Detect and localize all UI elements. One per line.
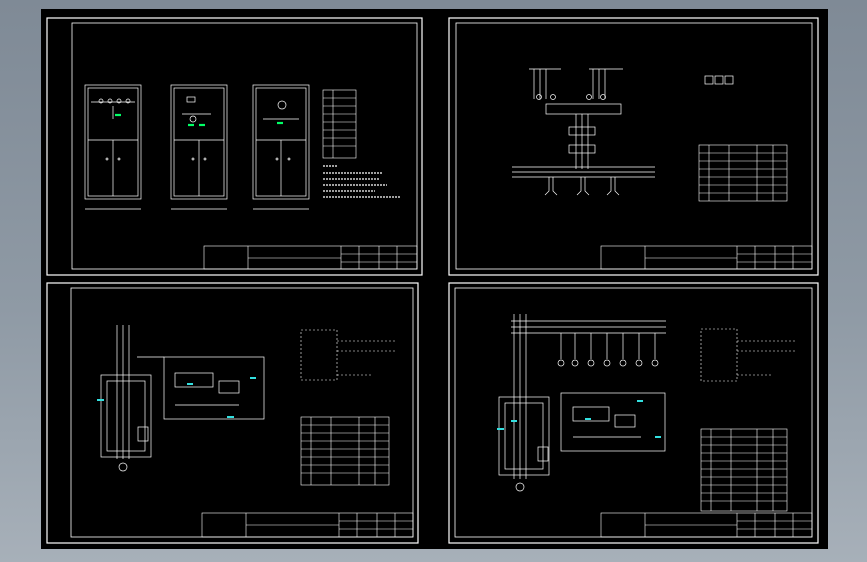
sheet-control-circuit-b[interactable] — [448, 282, 819, 544]
technical-notes — [323, 165, 401, 198]
title-block — [600, 512, 813, 538]
indicator-lamps — [115, 113, 283, 127]
remote-panel-wiring — [300, 329, 396, 381]
component-list-table — [322, 89, 357, 159]
sheet-frame — [454, 287, 813, 538]
sheet-control-circuit-a[interactable] — [46, 282, 419, 544]
incoming-feeders — [529, 68, 623, 100]
signal-contacts — [97, 377, 256, 418]
sheet-border — [46, 17, 423, 276]
control-loop — [137, 356, 265, 420]
sheet-border — [448, 17, 819, 276]
sheet-main-circuit[interactable] — [448, 17, 819, 276]
sheet-border — [448, 282, 819, 544]
cabinet-front-view-3 — [252, 84, 310, 210]
cabinet-front-view-1 — [84, 84, 142, 210]
title-block — [201, 512, 414, 538]
title-block — [203, 245, 418, 270]
multi-feeder-bus — [511, 320, 666, 367]
device-symbols — [704, 75, 734, 85]
remote-panel-wiring — [700, 328, 797, 382]
cad-drawing-canvas — [46, 17, 819, 544]
control-loop — [560, 392, 666, 452]
cad-model-viewport[interactable] — [41, 9, 828, 549]
outgoing-feeders — [544, 177, 620, 196]
title-block — [600, 245, 813, 270]
signal-contacts — [497, 400, 661, 438]
cabinet-front-view-2 — [170, 84, 228, 210]
sheet-cabinet-layout[interactable] — [46, 17, 423, 276]
parts-list-table — [700, 428, 788, 512]
sheet-frame — [455, 22, 813, 270]
motor-power-circuit — [100, 325, 152, 472]
parts-list-table — [300, 416, 390, 486]
busbar-section — [545, 103, 622, 169]
distribution-bus — [512, 166, 655, 178]
sheet-frame — [71, 22, 418, 270]
sheet-border — [46, 282, 419, 544]
motor-power-circuit — [498, 314, 550, 492]
equipment-table — [698, 144, 788, 202]
sheet-frame — [70, 287, 414, 538]
